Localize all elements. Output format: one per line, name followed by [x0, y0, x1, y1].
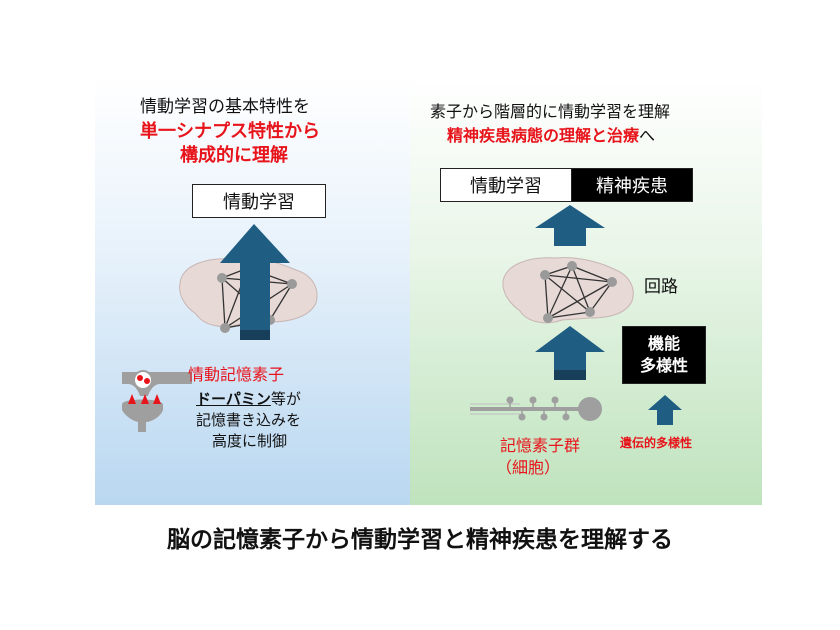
cell-label: （細胞） — [496, 458, 561, 477]
circuit-label: 回路 — [644, 277, 678, 297]
memory-element-group-label: 記憶素子群 — [500, 436, 581, 455]
left-heading-line3: 構成的に理解 — [180, 145, 288, 166]
right-heading-tail: へ — [639, 126, 656, 145]
left-desc-line3: 高度に制御 — [212, 432, 288, 450]
left-up-arrow-icon — [220, 224, 290, 340]
left-heading-line2: 単一シナプス特性から — [140, 121, 320, 142]
right-neural-network — [544, 265, 613, 319]
dopamine-suffix: 等が — [270, 390, 301, 408]
synapse-icon — [122, 370, 192, 432]
right-middle-up-arrow-icon — [535, 326, 605, 380]
dopamine-text: ドーパミン — [196, 390, 271, 408]
functional-diversity-line1: 機能 — [647, 334, 680, 353]
left-heading-line1: 情動学習の基本特性を — [140, 97, 310, 117]
psychiatric-disorder-box: 精神疾患 — [571, 168, 693, 202]
right-network-nodes — [540, 261, 617, 323]
right-heading-red: 精神疾患病態の理解と治療 — [447, 126, 640, 145]
right-heading-line1: 素子から階層的に情動学習を理解 — [430, 102, 671, 121]
left-emotional-learning-box: 情動学習 — [192, 184, 326, 218]
neuron-icon — [470, 396, 602, 421]
functional-diversity-line2: 多様性 — [639, 356, 688, 375]
left-element-label: 情動記憶素子 — [188, 365, 285, 384]
right-heading-line2: 精神疾患病態の理解と治療へ — [447, 122, 655, 146]
right-brain-silhouette — [502, 257, 634, 324]
right-small-up-arrow-icon — [648, 395, 682, 425]
right-top-up-arrow-icon — [535, 205, 605, 246]
left-desc-line2: 記憶書き込みを — [196, 411, 302, 429]
functional-diversity-box: 機能 多様性 — [622, 326, 706, 384]
figure-caption: 脳の記憶素子から情動学習と精神疾患を理解する — [167, 527, 673, 553]
genetic-diversity-label: 遺伝的多様性 — [620, 436, 693, 450]
left-desc-line1: ドーパミン等が — [196, 388, 301, 409]
right-emotional-learning-box: 情動学習 — [440, 168, 572, 202]
